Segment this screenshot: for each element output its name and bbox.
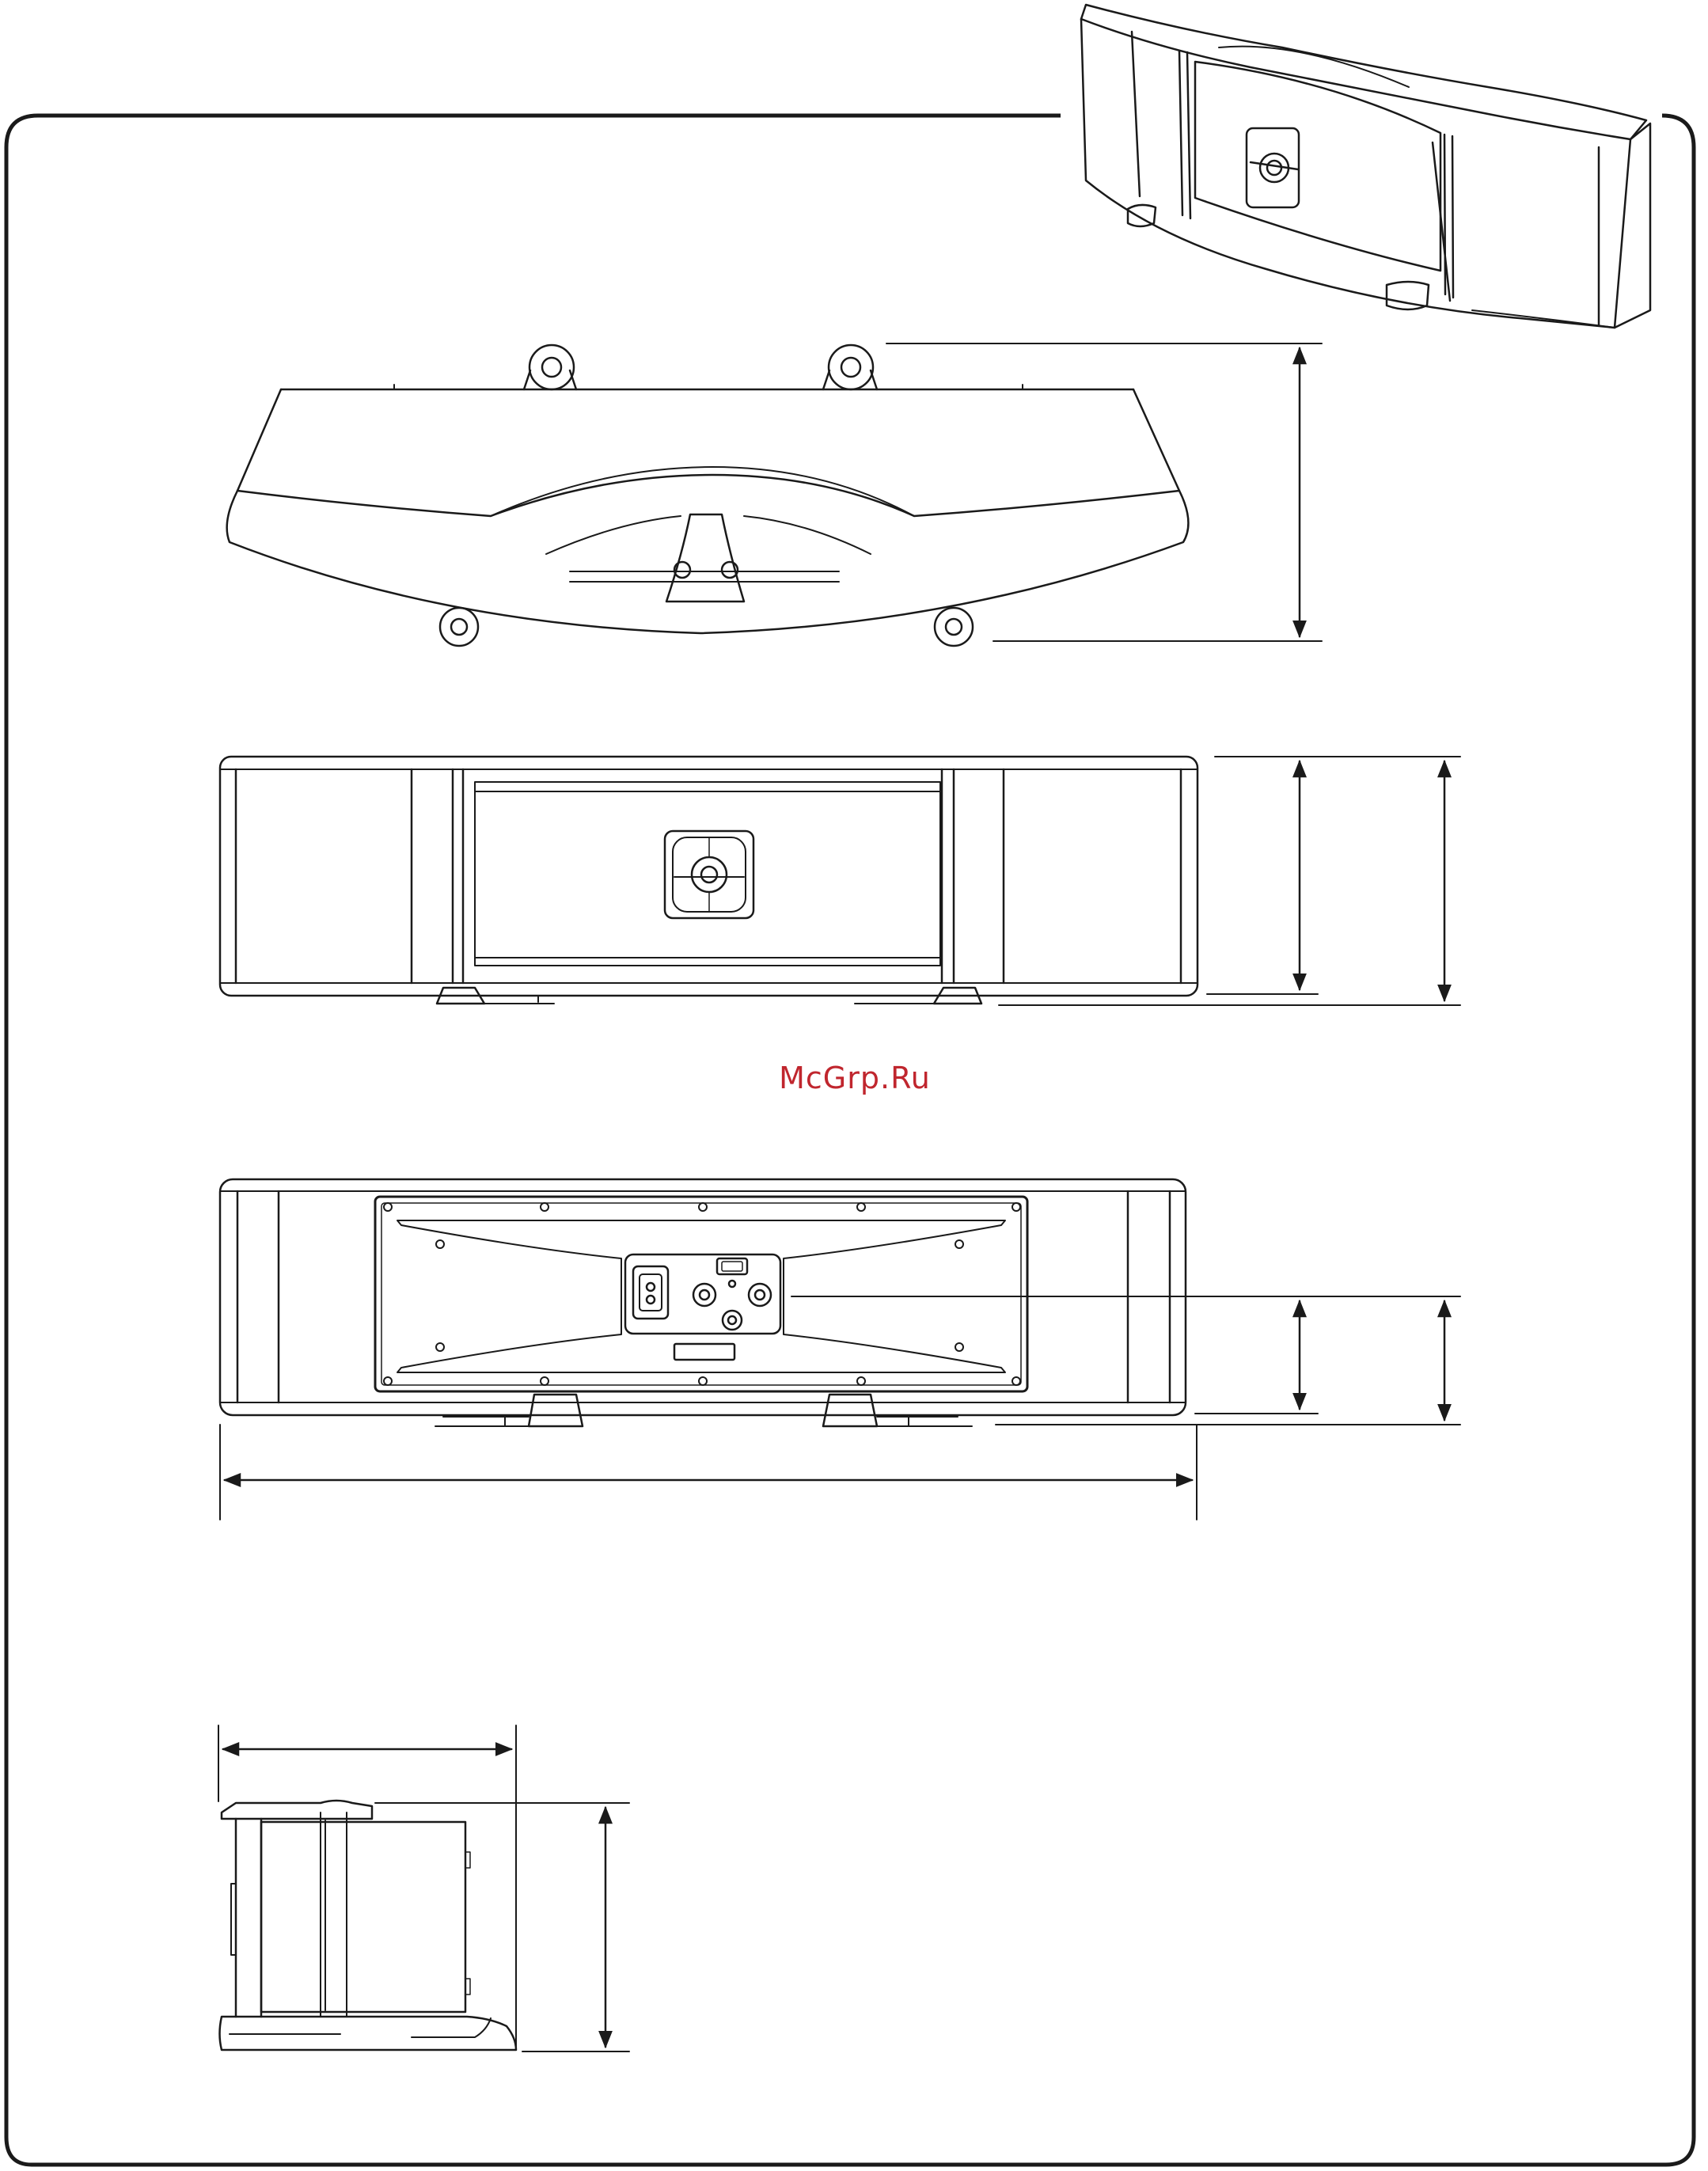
- front-view: [220, 757, 1460, 1005]
- dimension-arrow-icon: [218, 1725, 629, 2051]
- top-view: [227, 343, 1322, 646]
- tweeter-icon: [665, 831, 753, 918]
- page-frame: [6, 116, 1694, 2165]
- side-view: [218, 1725, 629, 2051]
- perspective-view: [1061, 0, 1662, 340]
- dimension-arrow-icon: [886, 343, 1322, 641]
- binding-post-icon: [693, 1281, 771, 1330]
- power-inlet-icon: [633, 1266, 668, 1319]
- rear-view: [220, 1179, 1460, 1520]
- watermark-text: McGrp.Ru: [712, 1061, 997, 1095]
- dimension-arrow-icon: [999, 757, 1460, 1005]
- dimension-arrow-icon: [220, 1296, 1460, 1520]
